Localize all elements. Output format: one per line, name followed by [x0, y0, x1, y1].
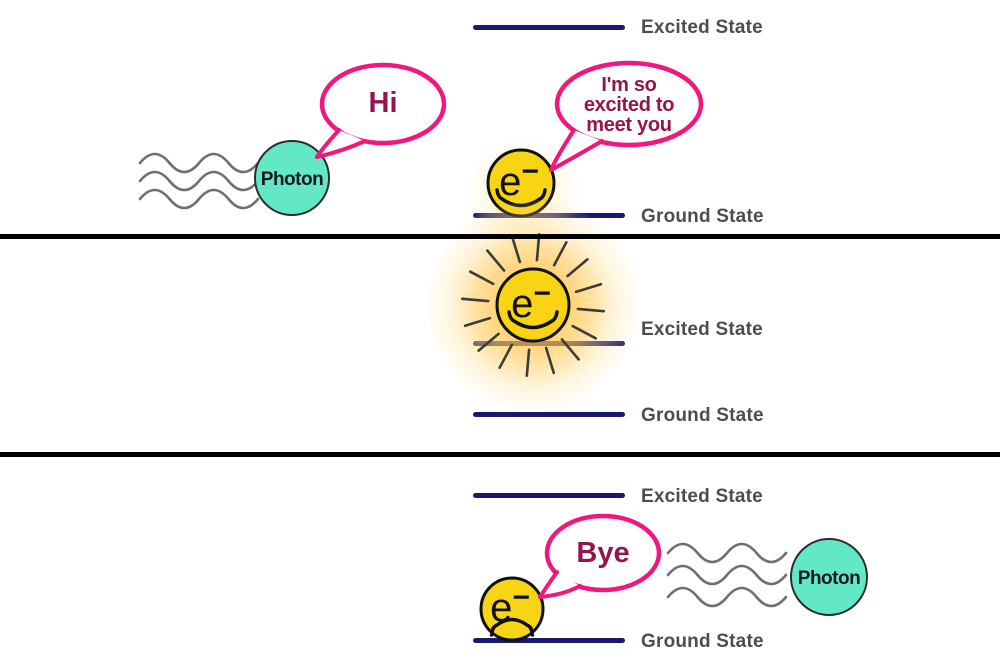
ground-state-line	[473, 412, 625, 417]
photon-speech-text: Hi	[368, 87, 398, 119]
smile-mouth-icon	[507, 310, 559, 330]
panel-divider	[0, 234, 1000, 239]
glowing-electron-icon: e−	[460, 232, 606, 378]
panel-divider	[0, 452, 1000, 457]
photon-icon: Photon	[254, 140, 330, 216]
electron-icon: e−	[486, 148, 556, 218]
ground-state-line	[473, 638, 625, 643]
excited-state-label: Excited State	[641, 17, 763, 38]
electron-speech-text: I'm so excited to meet you	[583, 74, 675, 136]
photon-waves-icon	[666, 542, 788, 608]
ground-state-label: Ground State	[641, 206, 764, 227]
excited-state-line	[473, 25, 625, 30]
electron-speech-bubble	[549, 60, 704, 172]
ground-state-label: Ground State	[641, 631, 764, 652]
frown-mouth-icon	[490, 617, 534, 636]
photon-waves-icon	[138, 152, 260, 210]
electron-icon: e−	[479, 576, 545, 642]
electron-symbol: e−	[499, 155, 539, 204]
excited-state-label: Excited State	[641, 486, 763, 507]
electron-speech-bubble	[538, 513, 662, 599]
photon-label: Photon	[798, 568, 860, 589]
photon-speech-bubble	[315, 62, 447, 159]
electron-symbol: e−	[511, 277, 551, 326]
excited-state-label: Excited State	[641, 319, 763, 340]
excited-state-line	[473, 493, 625, 498]
electron-speech-text: Bye	[576, 537, 630, 569]
photon-label: Photon	[261, 169, 323, 190]
photon-icon: Photon	[790, 538, 868, 616]
ground-state-label: Ground State	[641, 405, 764, 426]
